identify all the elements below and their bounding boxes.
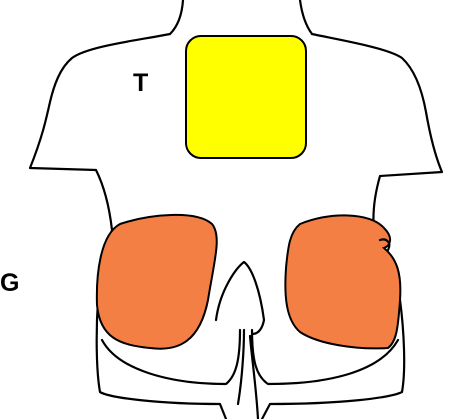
left-gluteal-patch	[97, 215, 217, 349]
neck-left-line	[170, 0, 183, 34]
right-gluteal-patch	[285, 215, 400, 348]
torso-label: T	[133, 69, 148, 97]
right-side-outline	[312, 34, 442, 236]
cleft-lower-line-right	[250, 336, 258, 419]
neck-right-line	[300, 0, 312, 34]
torso-patch	[186, 36, 306, 158]
gluteal-label: G	[0, 269, 19, 297]
left-side-outline	[30, 34, 170, 240]
buttock-cleft	[216, 262, 264, 334]
